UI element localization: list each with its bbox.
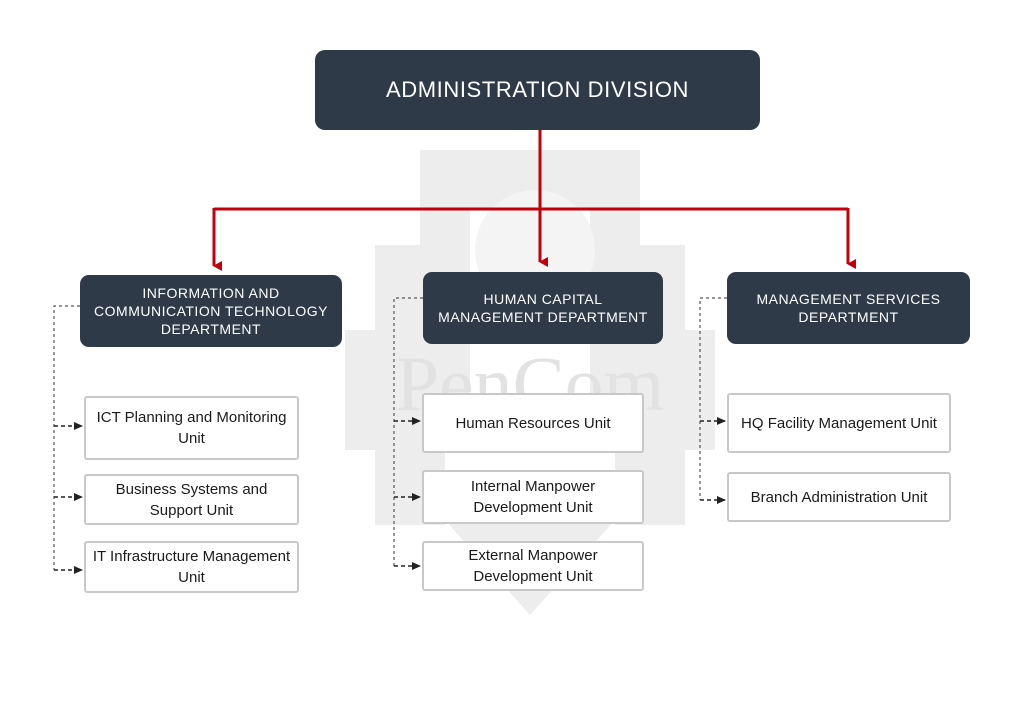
unit-it-infrastructure: IT Infrastructure Management Unit: [84, 541, 299, 593]
unit-hq-facility: HQ Facility Management Unit: [727, 393, 951, 453]
dept-ms-label: MANAGEMENT SERVICES DEPARTMENT: [756, 291, 941, 325]
unit-label: Human Resources Unit: [455, 414, 611, 432]
unit-branch-administration: Branch Administration Unit: [727, 472, 951, 522]
unit-human-resources: Human Resources Unit: [422, 393, 644, 453]
unit-external-manpower: External Manpower Development Unit: [422, 541, 644, 591]
unit-label: ICT Planning and Monitoring Unit: [96, 409, 287, 447]
root-node: ADMINISTRATION DIVISION: [315, 50, 760, 130]
unit-label: Internal Manpower Development Unit: [470, 478, 596, 516]
unit-ict-planning: ICT Planning and Monitoring Unit: [84, 396, 299, 460]
unit-internal-manpower: Internal Manpower Development Unit: [422, 470, 644, 524]
unit-label: Branch Administration Unit: [750, 488, 928, 506]
unit-business-systems: Business Systems and Support Unit: [84, 474, 299, 525]
unit-label: External Manpower Development Unit: [468, 547, 598, 585]
unit-label: IT Infrastructure Management Unit: [92, 548, 291, 586]
unit-label: Business Systems and Support Unit: [115, 480, 268, 519]
unit-label: HQ Facility Management Unit: [741, 414, 937, 432]
red-connectors: [212, 130, 856, 271]
root-label: ADMINISTRATION DIVISION: [385, 77, 690, 102]
dept-hcm: HUMAN CAPITAL MANAGEMENT DEPARTMENT: [423, 272, 663, 344]
unit-arrows: [54, 417, 726, 574]
dept-ict-label: INFORMATION AND COMMUNICATION TECHNOLOGY…: [94, 285, 328, 337]
dept-ict: INFORMATION AND COMMUNICATION TECHNOLOGY…: [80, 275, 342, 347]
dept-ms: MANAGEMENT SERVICES DEPARTMENT: [727, 272, 970, 344]
dept-hcm-label: HUMAN CAPITAL MANAGEMENT DEPARTMENT: [438, 291, 648, 325]
dashed-connectors: [53, 297, 727, 570]
